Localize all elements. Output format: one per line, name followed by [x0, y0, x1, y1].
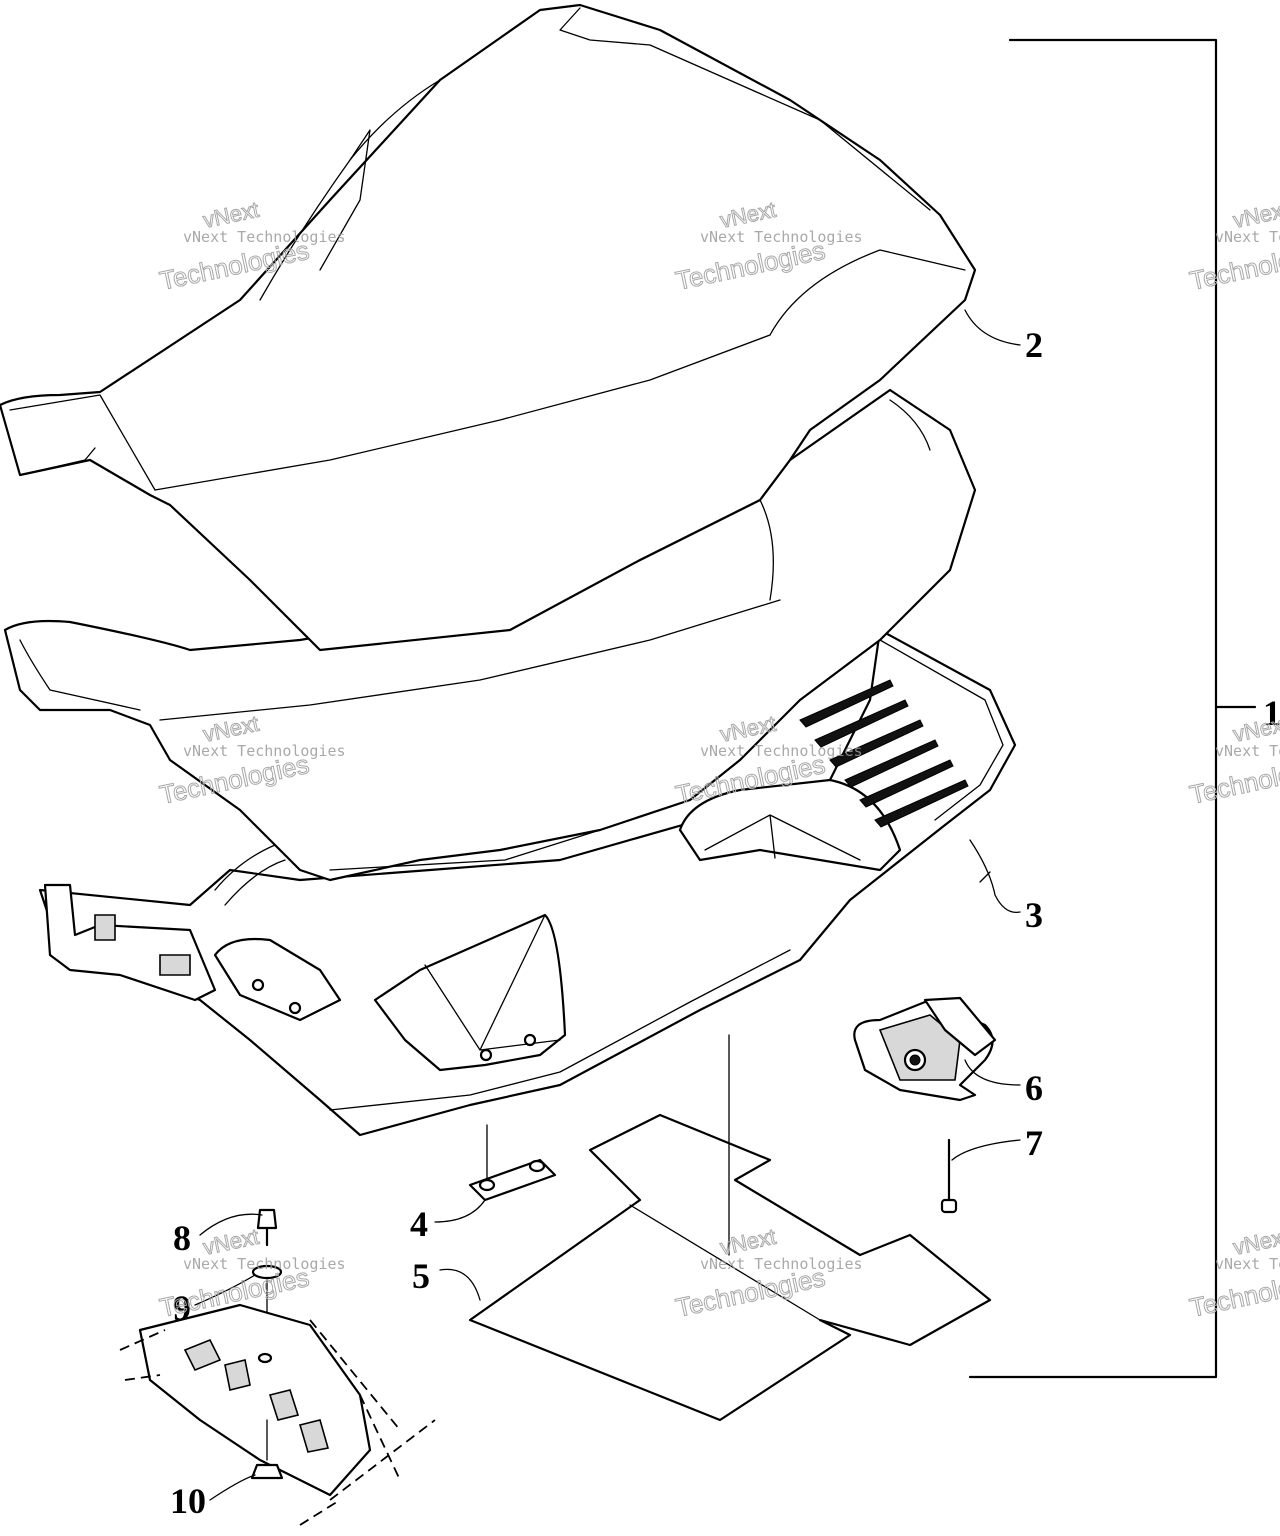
callouts: 1 2 3 4 5 6 7 8 9 10 [170, 325, 1280, 1521]
watermark-top-right: vNext vNext Technologies Technologies [1187, 196, 1280, 296]
seat-shell [3, 388, 977, 882]
callout-3: 3 [1025, 895, 1043, 935]
svg-text:vNext Technologies: vNext Technologies [1215, 1255, 1280, 1273]
callout-2: 2 [1025, 325, 1043, 365]
callout-1: 1 [1263, 693, 1280, 733]
svg-text:vNext Technologies: vNext Technologies [183, 1255, 346, 1273]
flange-nut [250, 1463, 284, 1480]
assembly-bracket [968, 38, 1257, 1379]
svg-text:vNext Technologies: vNext Technologies [700, 1255, 863, 1273]
svg-text:vNext Technologies: vNext Technologies [183, 228, 346, 246]
watermark-bottom-right: vNext vNext Technologies Technologies [1187, 1223, 1280, 1323]
callout-7: 7 [1025, 1123, 1043, 1163]
svg-text:vNext Technologies: vNext Technologies [1215, 228, 1280, 246]
seat-latch [853, 996, 997, 1102]
svg-text:vNext Technologies: vNext Technologies [700, 228, 863, 246]
callout-9: 9 [173, 1288, 191, 1328]
callout-4: 4 [410, 1204, 428, 1244]
frame-bracket [119, 1303, 436, 1526]
watermark-mid-right: vNext vNext Technologies Technologies [1187, 710, 1280, 810]
leader-lines [194, 309, 1021, 1501]
seat-foam-sheet [468, 1034, 992, 1422]
callout-6: 6 [1025, 1068, 1043, 1108]
callout-8: 8 [173, 1218, 191, 1258]
svg-text:vNext Technologies: vNext Technologies [183, 742, 346, 760]
bumper-pad [468, 1124, 557, 1202]
latch-bolt [940, 1138, 958, 1214]
seat-base [38, 628, 1017, 1137]
svg-text:vNext Technologies: vNext Technologies [1215, 742, 1280, 760]
svg-text:vNext Technologies: vNext Technologies [700, 742, 863, 760]
mounting-stud [256, 1208, 278, 1247]
callout-10: 10 [170, 1481, 206, 1521]
seat-top [0, 3, 977, 652]
vent-louvers [799, 679, 969, 828]
callout-5: 5 [412, 1256, 430, 1296]
